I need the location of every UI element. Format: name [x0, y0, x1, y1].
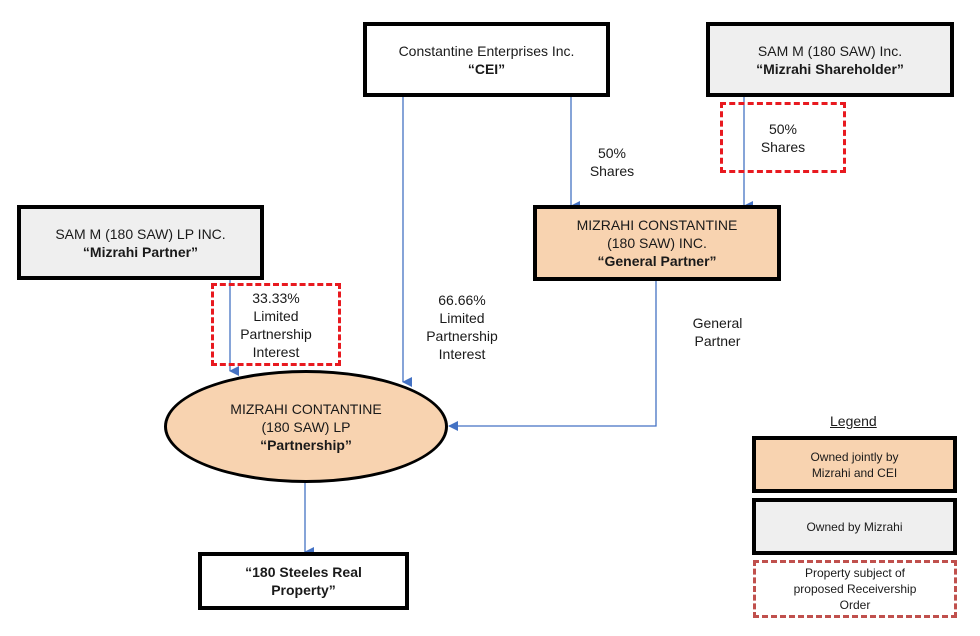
legend-item-joint-line2: Mizrahi and CEI	[811, 465, 898, 480]
legend-item-receivership-line1: Property subject of	[804, 566, 906, 580]
edge-label-gp-to-lp-line1: General	[692, 315, 743, 331]
legend-item-mizrahi-line1: Owned by Mizrahi	[806, 519, 903, 534]
entity-cei-alias: “CEI”	[467, 60, 506, 77]
edge-label-cei-to-lp-line2: Limited	[439, 310, 485, 326]
edge-gp-to-lp	[448, 280, 657, 431]
edge-label-cei-to-gp: 50% Shares	[565, 140, 659, 184]
entity-mizrahi-partner: SAM M (180 SAW) LP INC. “Mizrahi Partner…	[17, 205, 264, 280]
edge-label-partner-to-lp-line3: Partnership	[240, 325, 312, 342]
entity-partnership-name-line2: (180 SAW) LP	[261, 418, 351, 435]
entity-cei-name: Constantine Enterprises Inc.	[398, 42, 575, 59]
entity-partnership-name-line1: MIZRAHI CONTANTINE	[230, 400, 382, 417]
edge-label-partner-to-lp: 33.33% Limited Partnership Interest	[211, 283, 341, 366]
edge-label-cei-to-lp: 66.66% Limited Partnership Interest	[407, 287, 517, 367]
edge-label-cei-to-gp-line2: Shares	[589, 163, 635, 179]
entity-mizrahi-shareholder: SAM M (180 SAW) Inc. “Mizrahi Shareholde…	[706, 22, 954, 97]
legend-item-receivership-line2: proposed Receivership	[793, 582, 917, 596]
entity-general-partner-alias: “General Partner”	[597, 253, 717, 269]
legend-item-joint-line1: Owned jointly by	[810, 449, 899, 464]
entity-general-partner-name-line2: (180 SAW) INC.	[607, 235, 707, 251]
legend-item-mizrahi: Owned by Mizrahi	[752, 498, 957, 555]
edge-label-cei-to-lp-line4: Interest	[438, 346, 486, 362]
edge-label-gp-to-lp-line2: Partner	[694, 333, 741, 349]
legend-title: Legend	[830, 413, 877, 429]
edge-label-partner-to-lp-line2: Limited	[253, 307, 299, 324]
entity-general-partner-name-line1: MIZRAHI CONSTANTINE	[576, 217, 738, 233]
entity-partnership-alias: “Partnership”	[260, 436, 352, 453]
entity-property-line2: Property”	[271, 582, 336, 598]
entity-cei: Constantine Enterprises Inc. “CEI”	[363, 22, 610, 97]
legend-item-receivership: Property subject of proposed Receivershi…	[753, 560, 957, 618]
edge-label-partner-to-lp-line1: 33.33%	[252, 289, 300, 306]
edge-label-shareholder-to-gp-line1: 50%	[768, 120, 798, 137]
entity-property: “180 Steeles Real Property”	[198, 552, 409, 610]
edge-label-partner-to-lp-line4: Interest	[252, 343, 300, 360]
edge-label-shareholder-to-gp: 50% Shares	[720, 102, 846, 173]
legend-item-joint: Owned jointly by Mizrahi and CEI	[752, 436, 957, 493]
entity-general-partner: MIZRAHI CONSTANTINE (180 SAW) INC. “Gene…	[533, 205, 781, 281]
edge-label-shareholder-to-gp-line2: Shares	[760, 138, 806, 155]
edge-label-cei-to-gp-line1: 50%	[597, 145, 627, 161]
edge-label-cei-to-lp-line1: 66.66%	[438, 292, 486, 308]
entity-mizrahi-shareholder-alias: “Mizrahi Shareholder”	[756, 60, 904, 77]
entity-mizrahi-partner-alias: “Mizrahi Partner”	[82, 243, 199, 260]
entity-property-line1: “180 Steeles Real	[245, 564, 362, 580]
entity-mizrahi-shareholder-name: SAM M (180 SAW) Inc.	[757, 42, 903, 59]
entity-mizrahi-partner-name: SAM M (180 SAW) LP INC.	[55, 225, 226, 242]
edge-label-gp-to-lp: General Partner	[670, 310, 765, 354]
legend-item-receivership-line3: Order	[839, 598, 871, 612]
entity-partnership: MIZRAHI CONTANTINE (180 SAW) LP “Partner…	[164, 370, 448, 483]
edge-label-cei-to-lp-line3: Partnership	[426, 328, 498, 344]
